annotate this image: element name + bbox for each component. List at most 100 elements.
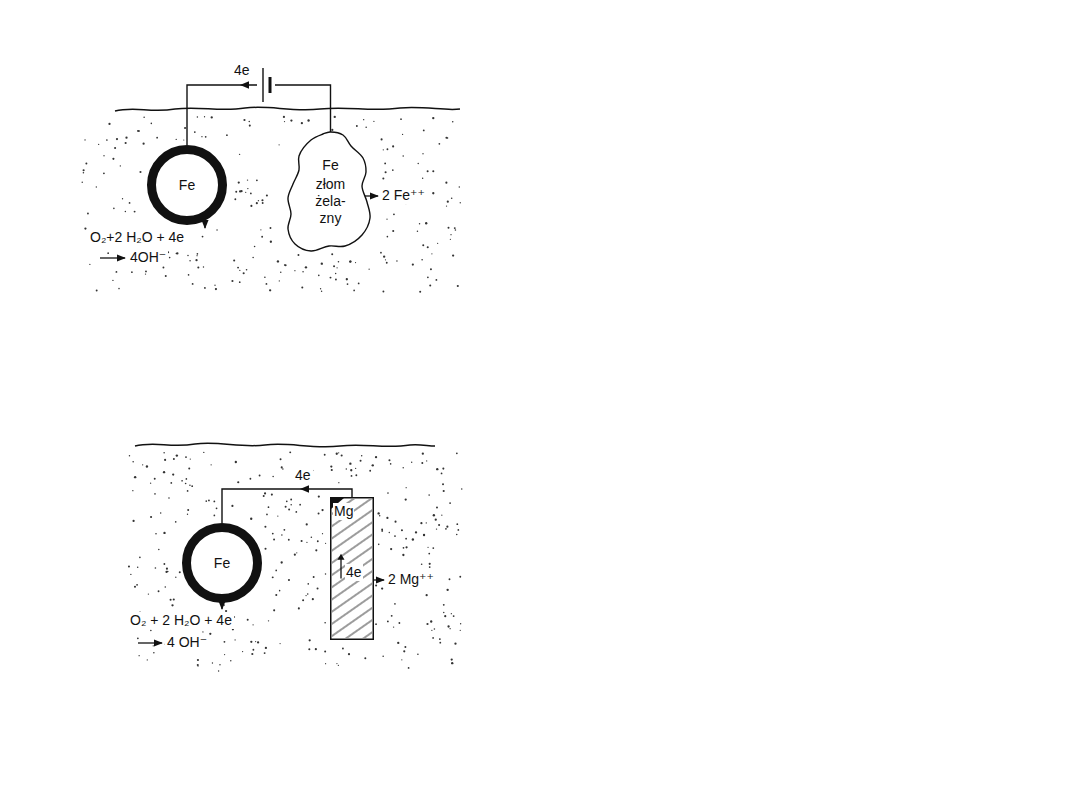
soil-dot [281, 466, 283, 468]
soil-dot [203, 452, 204, 453]
soil-dot [290, 119, 292, 121]
soil-dot [331, 253, 333, 255]
soil-dot [444, 615, 446, 617]
soil-dot [356, 125, 358, 127]
soil-dot [294, 554, 296, 556]
soil-dot [322, 533, 323, 534]
magnesium-anode: Mg4e [330, 497, 374, 640]
soil-dot [365, 126, 367, 128]
soil-dot [405, 538, 407, 540]
soil-dot [348, 653, 350, 655]
soil-dot [428, 553, 430, 555]
soil-dot [125, 142, 127, 144]
soil-dot [427, 246, 429, 248]
soil-dot [233, 259, 235, 261]
soil-dot [387, 236, 389, 238]
soil-dot [391, 615, 393, 617]
soil-dot [272, 576, 274, 578]
soil-dot [415, 531, 417, 533]
soil-dot [432, 170, 434, 172]
soil-dot [350, 469, 352, 471]
soil-dot [130, 574, 131, 575]
soil-dot [188, 274, 190, 276]
soil-dot [204, 116, 205, 117]
soil-dot [283, 529, 285, 531]
soil-dot [441, 515, 442, 516]
soil-dot [145, 271, 147, 273]
soil-dot [336, 453, 338, 455]
soil-dot [194, 131, 196, 133]
soil-dot [402, 134, 403, 135]
soil-dot [162, 267, 164, 269]
soil-dot [243, 119, 245, 121]
soil-dot [125, 211, 126, 212]
soil-dot [307, 119, 309, 121]
soil-dot [456, 523, 458, 525]
soil-dot [176, 454, 178, 456]
soil-dot [435, 519, 437, 521]
soil-dot [430, 268, 432, 270]
soil-dot [403, 547, 405, 549]
soil-dot [165, 275, 167, 277]
soil-dot [266, 514, 268, 516]
soil-dot [98, 144, 99, 145]
soil-dot [369, 470, 371, 472]
soil-dot [156, 137, 158, 139]
soil-dot [216, 507, 218, 509]
soil-dot [301, 540, 303, 542]
pipe-cross-section: Fe [182, 523, 262, 603]
soil-dot [196, 255, 197, 256]
soil-dot [103, 172, 105, 174]
soil-dot [223, 604, 225, 606]
soil-dot [164, 586, 166, 588]
soil-dot [247, 179, 248, 180]
soil-dot [197, 116, 198, 117]
soil-dot [383, 256, 385, 258]
soil-dot [138, 655, 139, 656]
soil-dot [446, 526, 448, 528]
soil-dot [387, 620, 389, 622]
soil-dot [269, 289, 271, 291]
soil-dot [179, 571, 181, 573]
soil-dot [234, 639, 235, 640]
ground-surface [135, 443, 435, 447]
soil-dot [239, 281, 241, 283]
soil-dot [284, 121, 285, 122]
soil-dot [307, 583, 309, 585]
soil-dot [252, 257, 254, 259]
soil-dot [150, 482, 151, 483]
soil-dot [360, 460, 362, 462]
soil-dot [377, 512, 379, 514]
reaction-arrow [138, 642, 162, 643]
soil-dot [321, 291, 322, 292]
soil-dot [315, 549, 317, 551]
soil-dot [83, 172, 85, 174]
soil-dot [438, 143, 440, 145]
soil-dot [299, 504, 301, 506]
soil-dot [417, 653, 419, 655]
soil-dot [263, 495, 265, 497]
soil-dot [261, 199, 263, 201]
soil-dot [118, 288, 120, 290]
soil-dot [205, 500, 207, 502]
soil-dot [96, 186, 97, 187]
soil-dot [451, 197, 453, 199]
soil-dot [406, 487, 407, 488]
soil-dot [264, 526, 266, 528]
soil-dot [312, 598, 314, 600]
soil-dot [318, 513, 320, 515]
soil-dot [336, 663, 337, 664]
soil-dot [302, 271, 304, 273]
soil-dot [375, 623, 377, 625]
soil-dot [278, 144, 279, 145]
soil-dot [266, 283, 268, 285]
soil-dot [197, 664, 199, 666]
node-text: Fe [178, 177, 196, 194]
soil-dot [336, 267, 337, 268]
soil-dot [394, 603, 396, 605]
soil-dot [168, 497, 170, 499]
soil-dot [203, 266, 204, 267]
soil-dot [333, 265, 335, 267]
soil-dot [330, 277, 332, 279]
